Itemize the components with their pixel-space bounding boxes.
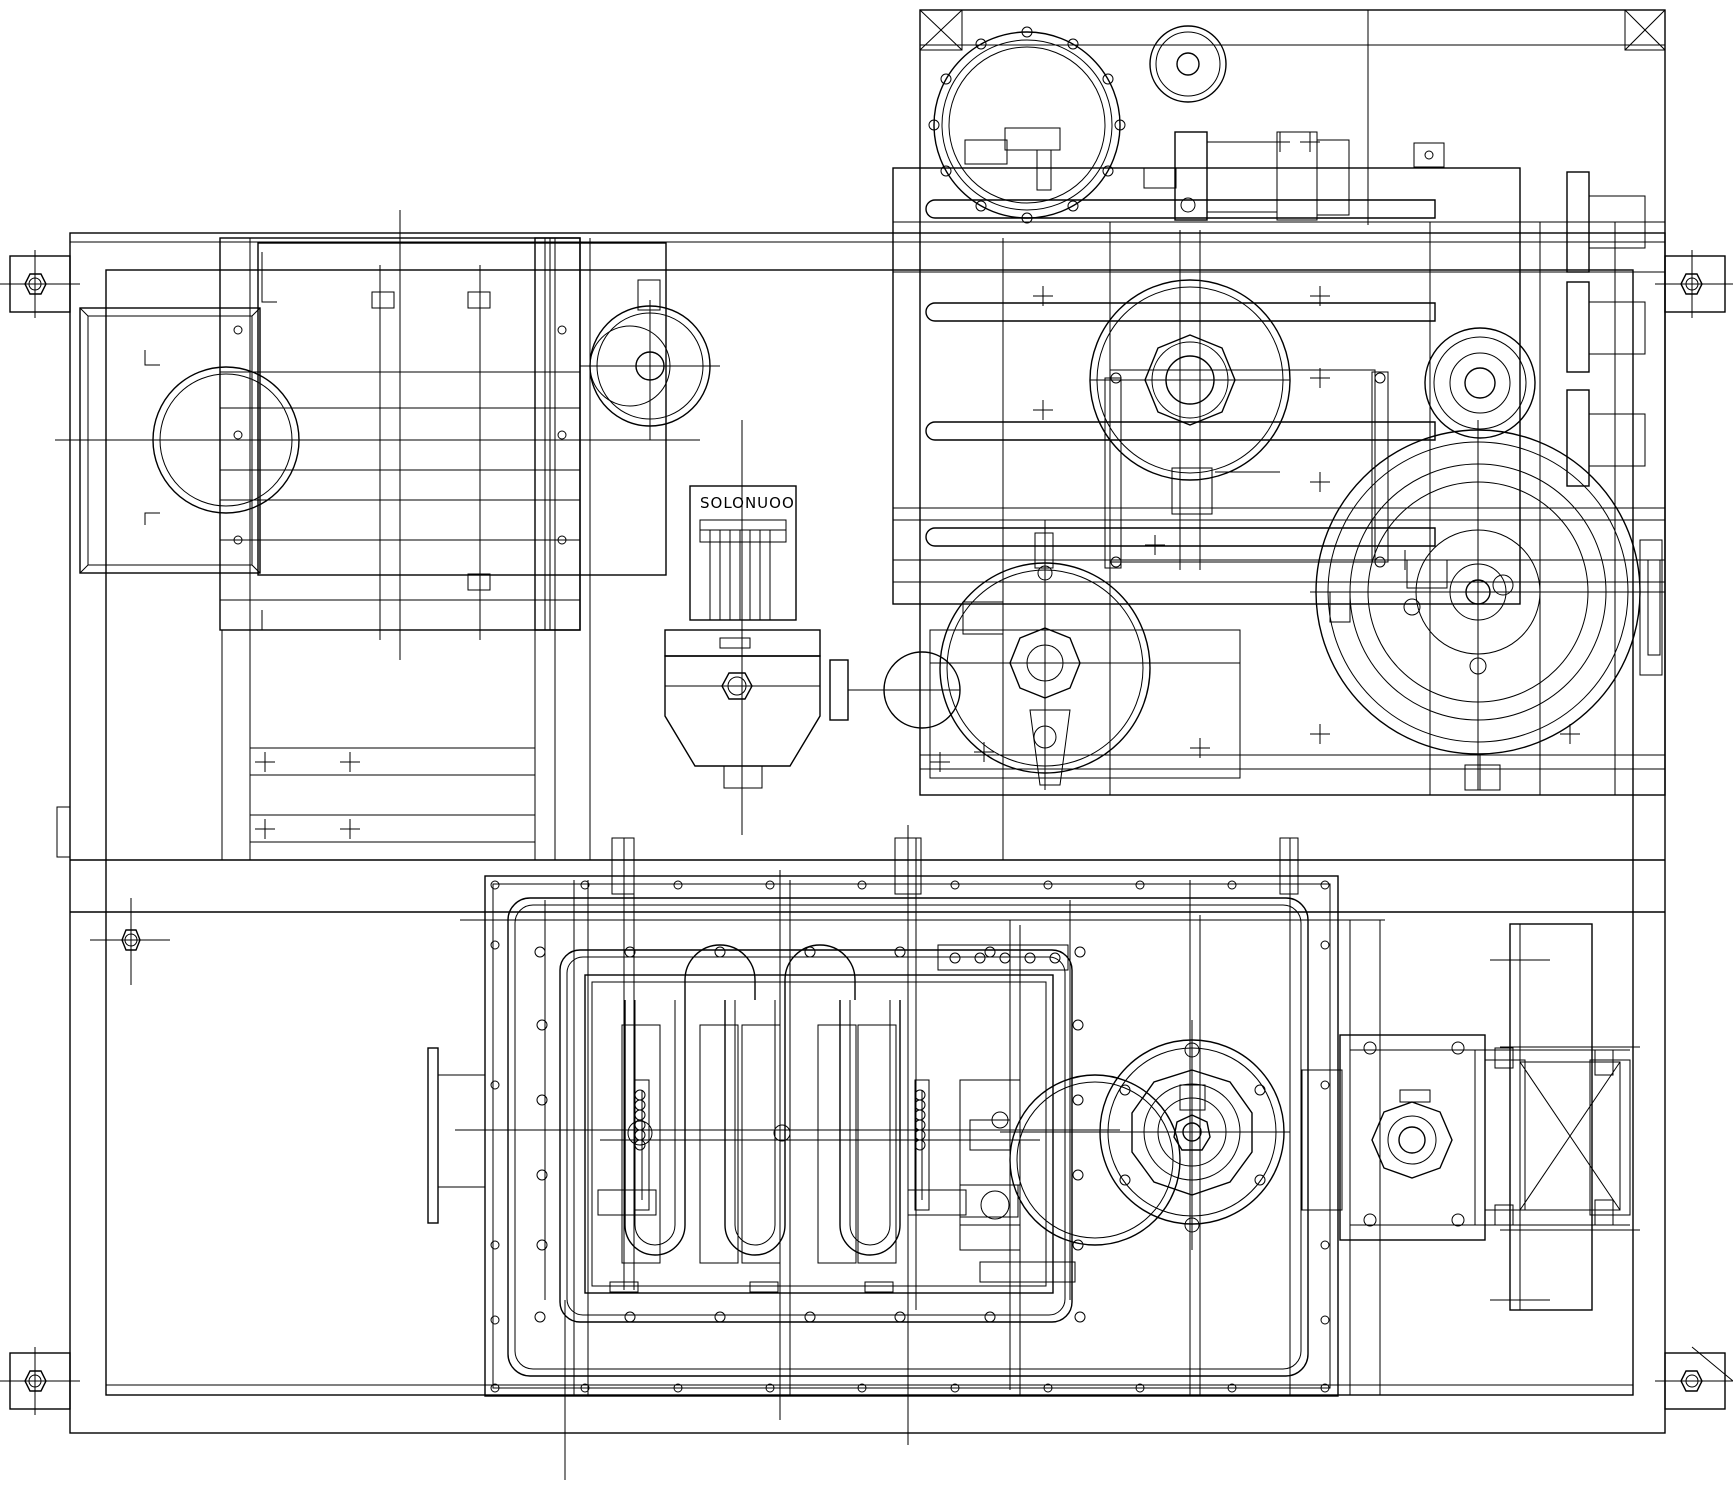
left-tank-assembly <box>55 210 700 860</box>
mounting-lug-bottom-left <box>0 1347 80 1415</box>
crosshair <box>340 819 360 839</box>
vacuum-pump <box>1000 923 1640 1311</box>
construction-lines <box>460 222 1665 1396</box>
flange-bolts <box>928 26 1126 224</box>
motor-nameplate: SOLONUOO <box>700 494 795 512</box>
crosshair <box>340 752 360 772</box>
fitting-stack <box>634 1089 926 1151</box>
crosshair-markers <box>930 132 1580 772</box>
motor-fins <box>709 530 771 620</box>
electric-motor: SOLONUOO <box>664 420 961 835</box>
mounting-lug-top-right <box>1655 250 1733 318</box>
heat-exchanger-assembly <box>427 825 1339 1480</box>
crosshair <box>255 819 275 839</box>
crosshair <box>255 752 275 772</box>
drain-flange <box>90 898 170 985</box>
pump-housing-top-right <box>892 9 1666 796</box>
mounting-lug-top-left <box>0 250 80 318</box>
frame-bolts <box>490 880 1330 1393</box>
pressure-gauge <box>580 279 720 440</box>
mounting-lug-bottom-right <box>1655 1346 1733 1410</box>
